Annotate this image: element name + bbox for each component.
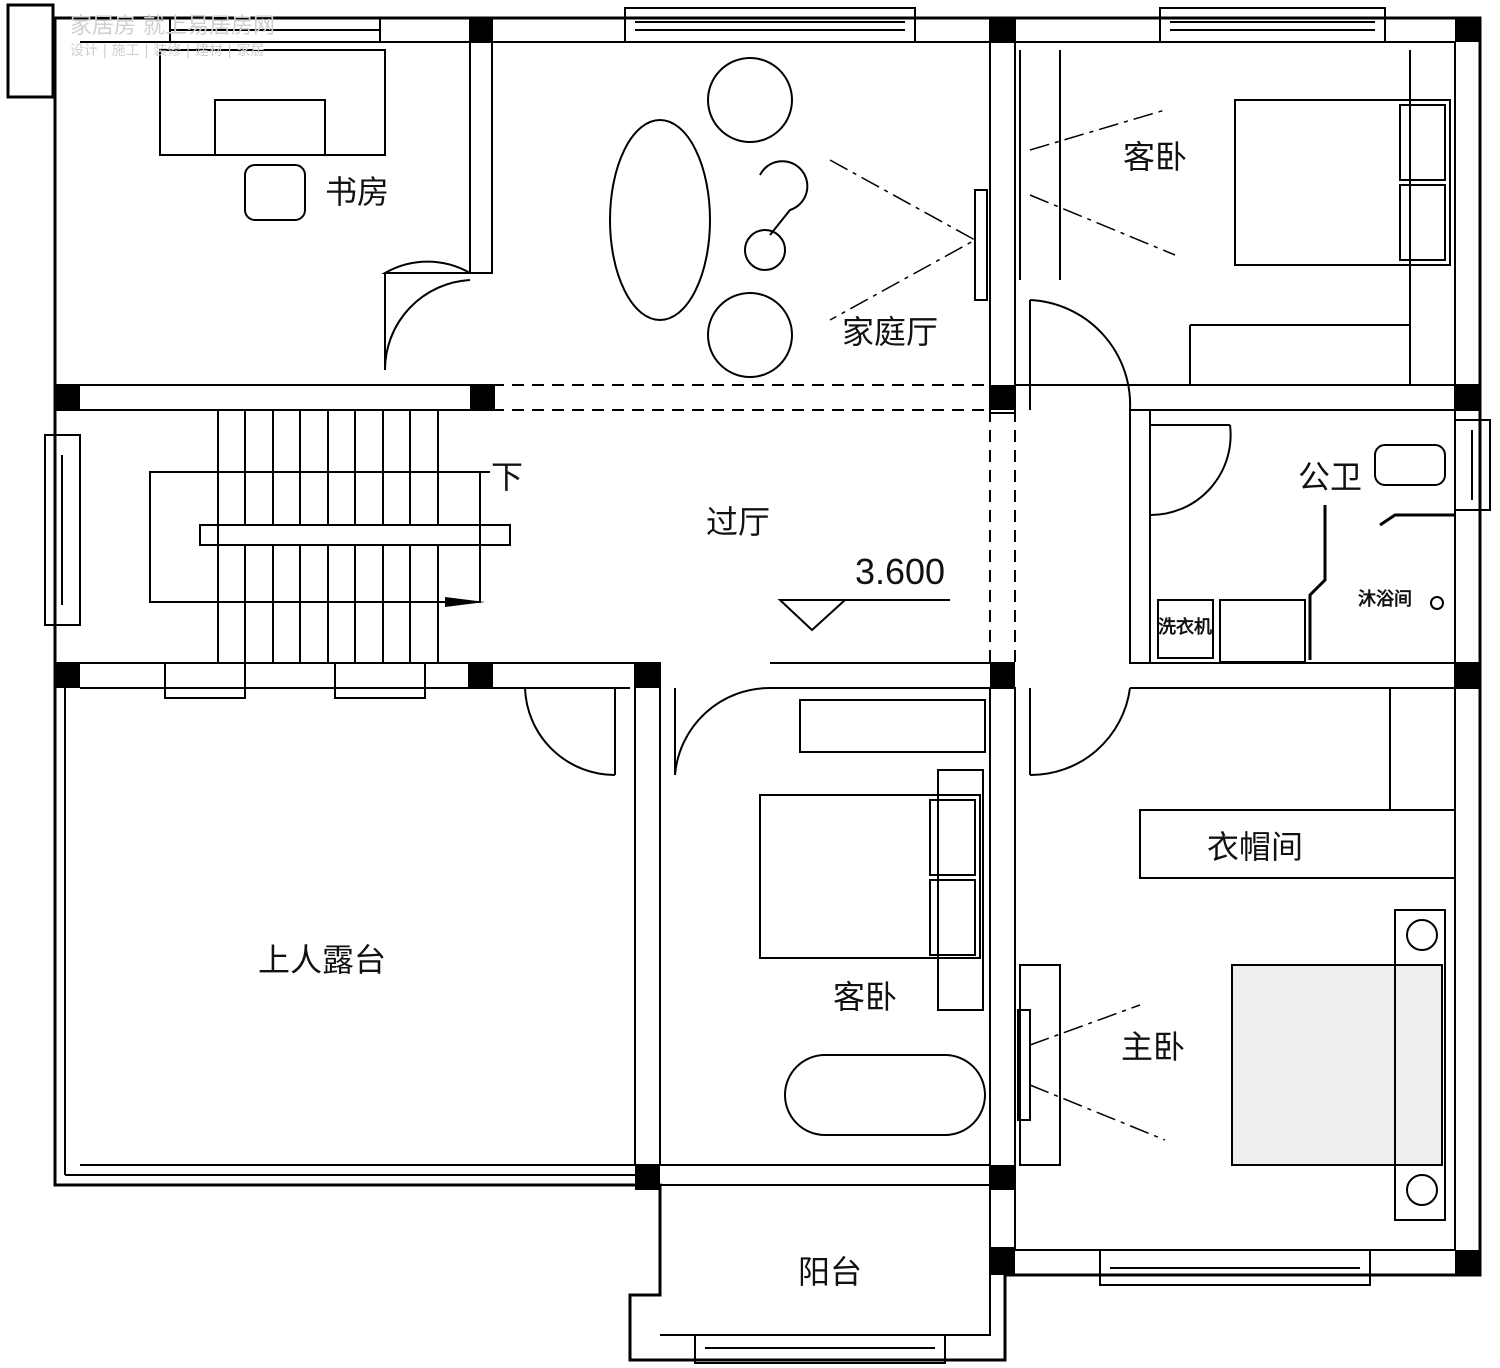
watermark-tagline: 设计 | 施工 | 装修 | 建材 | 家居	[70, 43, 265, 59]
column	[55, 18, 1480, 1275]
stair-arrow-icon	[445, 597, 485, 607]
chair	[244, 164, 306, 221]
room-label-balcony: 阳台	[797, 1253, 863, 1291]
room-label-lobby: 过厅	[705, 503, 771, 541]
room-label-family-hall: 家庭厅	[841, 313, 939, 351]
room-label-public-bath: 公卫	[1297, 458, 1363, 496]
shower-drain	[1430, 596, 1444, 610]
room-label-roof-terrace: 上人露台	[257, 941, 387, 979]
wall	[989, 17, 1016, 414]
room-label-master-bedroom: 主卧	[1120, 1028, 1186, 1066]
elevation-label: 3.600	[854, 551, 946, 592]
washing-machine	[1157, 599, 1214, 659]
master-bed	[1231, 964, 1443, 1166]
bed	[759, 794, 981, 959]
toilet	[1374, 444, 1446, 486]
room-label-study: 书房	[324, 173, 390, 211]
wall	[469, 17, 493, 274]
window	[6, 3, 1491, 1364]
chaise-lounge	[784, 1054, 986, 1136]
sofa	[609, 119, 711, 321]
room-label-closet: 衣帽间	[1206, 828, 1304, 866]
outer-wall	[53, 16, 1482, 1362]
desk	[159, 49, 386, 156]
room-label-guest-bedroom-north: 客卧	[1122, 138, 1188, 176]
room-label-shower: 沐浴间	[1358, 589, 1412, 610]
watermark-logo: 家居房 就上易居房网	[70, 14, 275, 39]
stair-direction-label: 下	[490, 458, 524, 496]
wardrobe	[1139, 809, 1456, 879]
bed	[1234, 99, 1451, 266]
room-label-guest-bedroom-south: 客卧	[832, 978, 898, 1016]
washing-machine-label: 洗衣机	[1158, 617, 1212, 638]
coffee-table	[759, 160, 809, 236]
sink	[1219, 599, 1306, 663]
door	[381, 260, 1232, 777]
staircase	[149, 410, 511, 663]
armchair	[707, 57, 793, 143]
elevation-marker	[777, 599, 950, 632]
